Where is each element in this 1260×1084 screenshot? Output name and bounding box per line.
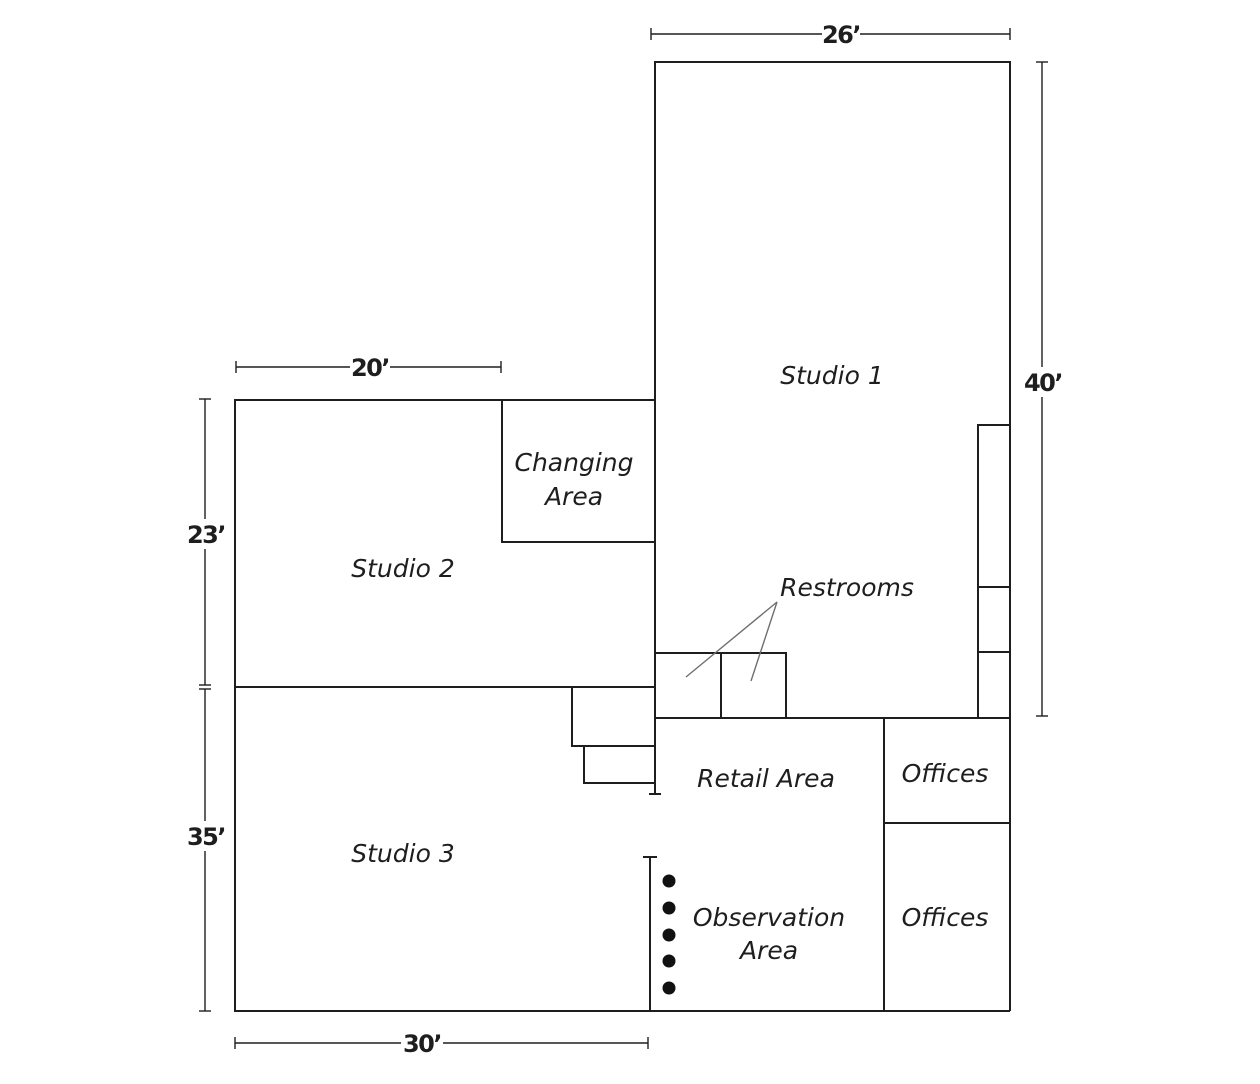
retail-area-label: Retail Area [697, 764, 835, 793]
room-labels: Studio 1 Studio 2 Studio 3 Changing Area… [351, 361, 988, 965]
seat-dot [662, 954, 676, 968]
restroom-leader-2 [750, 601, 778, 682]
seat-dot [662, 901, 676, 915]
cubby-1 [977, 424, 1011, 588]
restrooms-label: Restrooms [780, 573, 914, 602]
restroom-leaders [685, 601, 778, 682]
dim-label-studio-3-width: 30’ [403, 1030, 441, 1058]
changing-area-wall [501, 400, 655, 543]
dim-label-studio-2-width: 20’ [351, 354, 389, 382]
offices-lower-label: Offices [902, 903, 989, 932]
seat-dot [662, 874, 676, 888]
dim-label-studio-3-length: 35’ [187, 823, 225, 851]
restroom-stall-2 [720, 652, 787, 719]
seat-dot [662, 981, 676, 995]
offices-upper-label: Offices [902, 759, 989, 788]
storage-box-wall [571, 686, 655, 747]
cubby-2 [977, 586, 1011, 653]
changing-area-label-line2: Area [543, 482, 603, 511]
studio-1-label: Studio 1 [780, 361, 883, 390]
studio-2-wall [234, 399, 656, 688]
dim-label-studio-2-length: 23’ [187, 521, 225, 549]
walls [234, 61, 1011, 1012]
dimension-labels: 26’ 40’ 20’ 23’ 35’ 30’ [187, 20, 1064, 1058]
studio-3-wall [234, 687, 650, 1012]
observation-area-label-line1: Observation [693, 903, 845, 932]
observation-seats [662, 874, 676, 995]
dim-label-studio-1-width: 26’ [822, 21, 860, 49]
cubby-3 [977, 651, 1011, 719]
studio-1-wall [654, 61, 1011, 719]
changing-area-label-line1: Changing [515, 448, 634, 477]
dim-label-studio-1-length: 40’ [1024, 369, 1062, 397]
seat-dot [662, 928, 676, 942]
studio-3-label: Studio 3 [351, 839, 454, 868]
storage-step-wall [583, 745, 655, 784]
dimension-lines [199, 28, 1048, 1049]
observation-area-label-line2: Area [738, 936, 798, 965]
restroom-stall-1 [654, 652, 722, 719]
restroom-leader-1 [685, 601, 778, 678]
studio-2-label: Studio 2 [351, 554, 454, 583]
